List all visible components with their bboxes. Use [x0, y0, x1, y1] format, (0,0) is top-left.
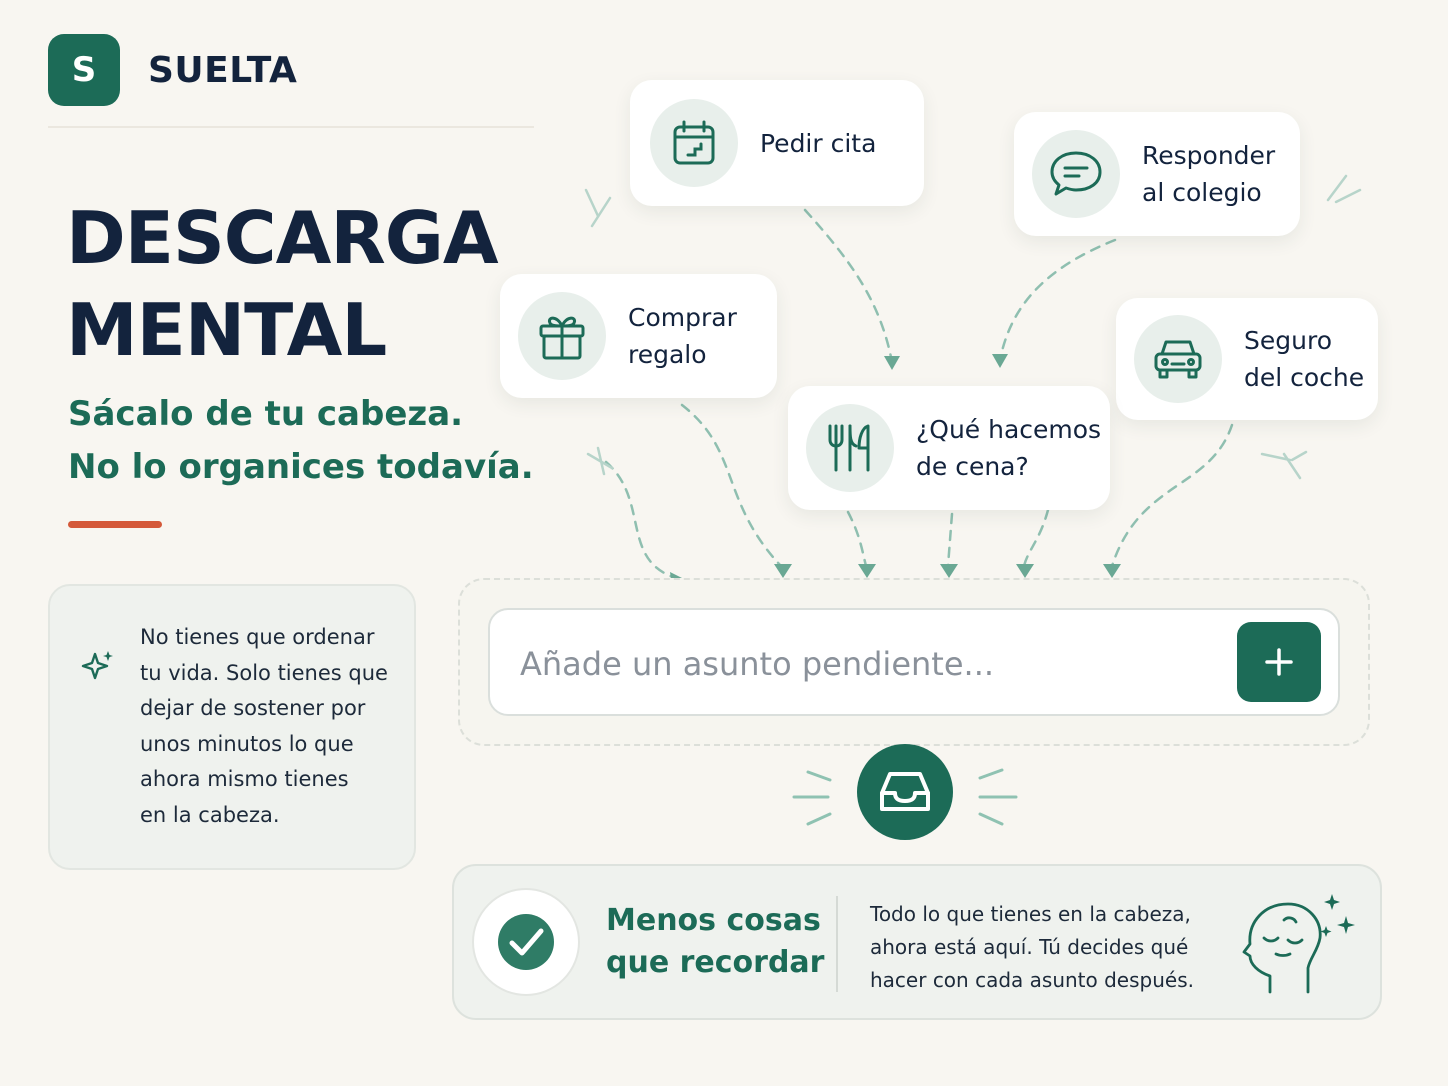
sparkle-icon — [81, 651, 113, 680]
task-label: Comprar regalo — [628, 303, 737, 369]
page-title: DESCARGA MENTAL — [66, 192, 499, 376]
task-label: ¿Qué hacemos de cena? — [916, 415, 1102, 481]
check-circle-icon — [498, 914, 554, 970]
task-card-pedir-cita[interactable]: Pedir cita — [630, 80, 924, 206]
task-card-cena[interactable]: ¿Qué hacemos de cena? — [788, 386, 1110, 510]
task-label: Pedir cita — [760, 128, 877, 158]
subtitle-line-1: Sácalo de tu cabeza. — [68, 394, 464, 434]
brand-name: SUELTA — [148, 50, 298, 91]
header-divider — [48, 126, 534, 128]
chat-bubble-icon — [1032, 130, 1120, 218]
title-line-1: DESCARGA — [66, 196, 499, 280]
summary-text: Todo lo que tienes en la cabeza, ahora e… — [870, 902, 1194, 992]
subtitle-line-2: No lo organices todavía. — [68, 447, 534, 487]
task-card-comprar-regalo[interactable]: Comprar regalo — [500, 274, 777, 398]
info-card — [48, 584, 416, 870]
task-card-responder-colegio[interactable]: Responder al colegio — [1014, 112, 1300, 236]
task-label: Responder al colegio — [1142, 141, 1276, 207]
task-card-seguro-coche[interactable]: Seguro del coche — [1116, 298, 1378, 420]
accent-underline — [68, 521, 162, 528]
check-badge — [472, 888, 580, 996]
add-task-input[interactable] — [520, 636, 1220, 692]
calm-head-icon — [1242, 894, 1355, 994]
info-text: No tienes que ordenar tu vida. Solo tien… — [140, 625, 388, 827]
summary-card — [452, 864, 1382, 1020]
title-line-2: MENTAL — [66, 288, 387, 372]
logo-badge[interactable]: S — [48, 34, 120, 106]
add-task-button[interactable] — [1237, 622, 1321, 702]
task-label: Seguro del coche — [1244, 326, 1365, 392]
page-subtitle: Sácalo de tu cabeza. No lo organices tod… — [68, 388, 534, 494]
fork-knife-icon — [806, 404, 894, 492]
inbox-button[interactable] — [857, 744, 953, 840]
summary-title: Menos cosas que recordar — [606, 903, 825, 980]
summary-divider — [836, 896, 838, 992]
inbox-tray-icon — [880, 772, 930, 811]
gift-icon — [518, 292, 606, 380]
car-icon — [1134, 315, 1222, 403]
calendar-icon — [650, 99, 738, 187]
plus-icon — [1265, 648, 1293, 676]
